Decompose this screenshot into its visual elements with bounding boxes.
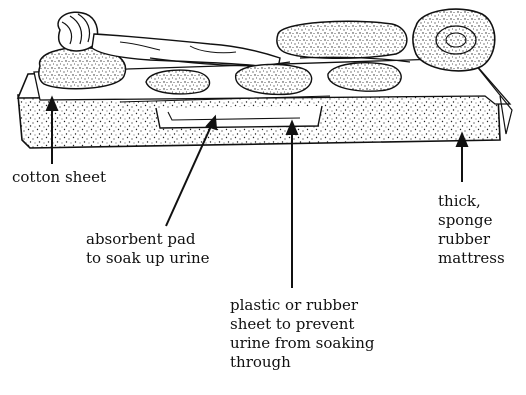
foot-roll [413, 9, 495, 71]
label-cotton-sheet-line1: cotton sheet [12, 168, 106, 187]
support-pad-1 [146, 70, 210, 94]
label-plastic-sheet-line4: through [230, 353, 375, 372]
label-plastic-sheet-line1: plastic or rubber [230, 296, 375, 315]
label-absorbent-pad: absorbent pad to soak up urine [86, 230, 210, 268]
label-absorbent-pad-line1: absorbent pad [86, 230, 210, 249]
plastic-sheet [156, 106, 322, 128]
label-absorbent-pad-line2: to soak up urine [86, 249, 210, 268]
label-cotton-sheet: cotton sheet [12, 168, 106, 187]
leg-pillow [277, 21, 407, 58]
support-pad-3 [328, 63, 401, 91]
support-pad-2 [236, 64, 312, 94]
label-plastic-sheet: plastic or rubber sheet to prevent urine… [230, 296, 375, 372]
label-mattress-line3: rubber [438, 230, 505, 249]
label-plastic-sheet-line2: sheet to prevent [230, 315, 375, 334]
label-mattress-line4: mattress [438, 249, 505, 268]
label-mattress: thick, sponge rubber mattress [438, 192, 505, 268]
label-mattress-line1: thick, [438, 192, 505, 211]
label-plastic-sheet-line3: urine from soaking [230, 334, 375, 353]
label-mattress-line2: sponge [438, 211, 505, 230]
